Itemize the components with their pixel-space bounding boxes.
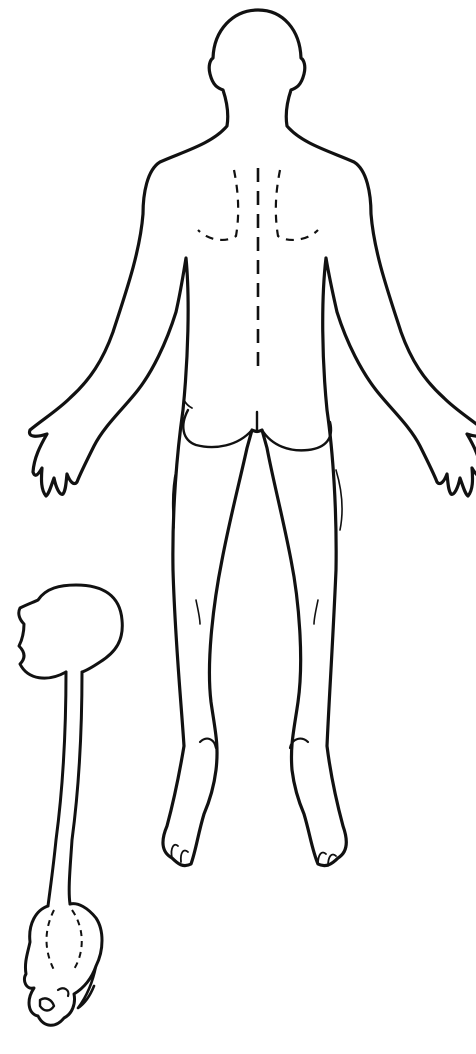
ankle-left <box>200 739 216 748</box>
hip-mark-left <box>184 400 192 408</box>
head-and-spinal-cord-sketch <box>19 585 123 1025</box>
head-profile <box>19 585 123 678</box>
shoulder-blade-right <box>276 170 318 240</box>
spinal-cord-right-edge <box>69 672 82 904</box>
knee-mark-right <box>314 600 318 624</box>
spinal-cord-left-edge <box>48 672 66 906</box>
pelvis-dashed-arc-2 <box>72 910 82 972</box>
back-markings <box>198 168 318 368</box>
pelvis-inner-notch <box>40 998 54 1010</box>
knee-mark-left <box>196 600 200 624</box>
pelvis-hook <box>78 966 96 1008</box>
buttock-crease-right <box>262 422 331 450</box>
shoulder-blade-left <box>198 170 238 240</box>
pelvis-lower-notch <box>58 988 68 996</box>
pelvis-dashed-arc-1 <box>47 910 55 970</box>
pelvis-outline <box>24 904 102 1026</box>
body-back-view-outline <box>29 10 476 866</box>
body-back-view <box>29 10 476 866</box>
buttock-crease-left <box>183 410 252 447</box>
